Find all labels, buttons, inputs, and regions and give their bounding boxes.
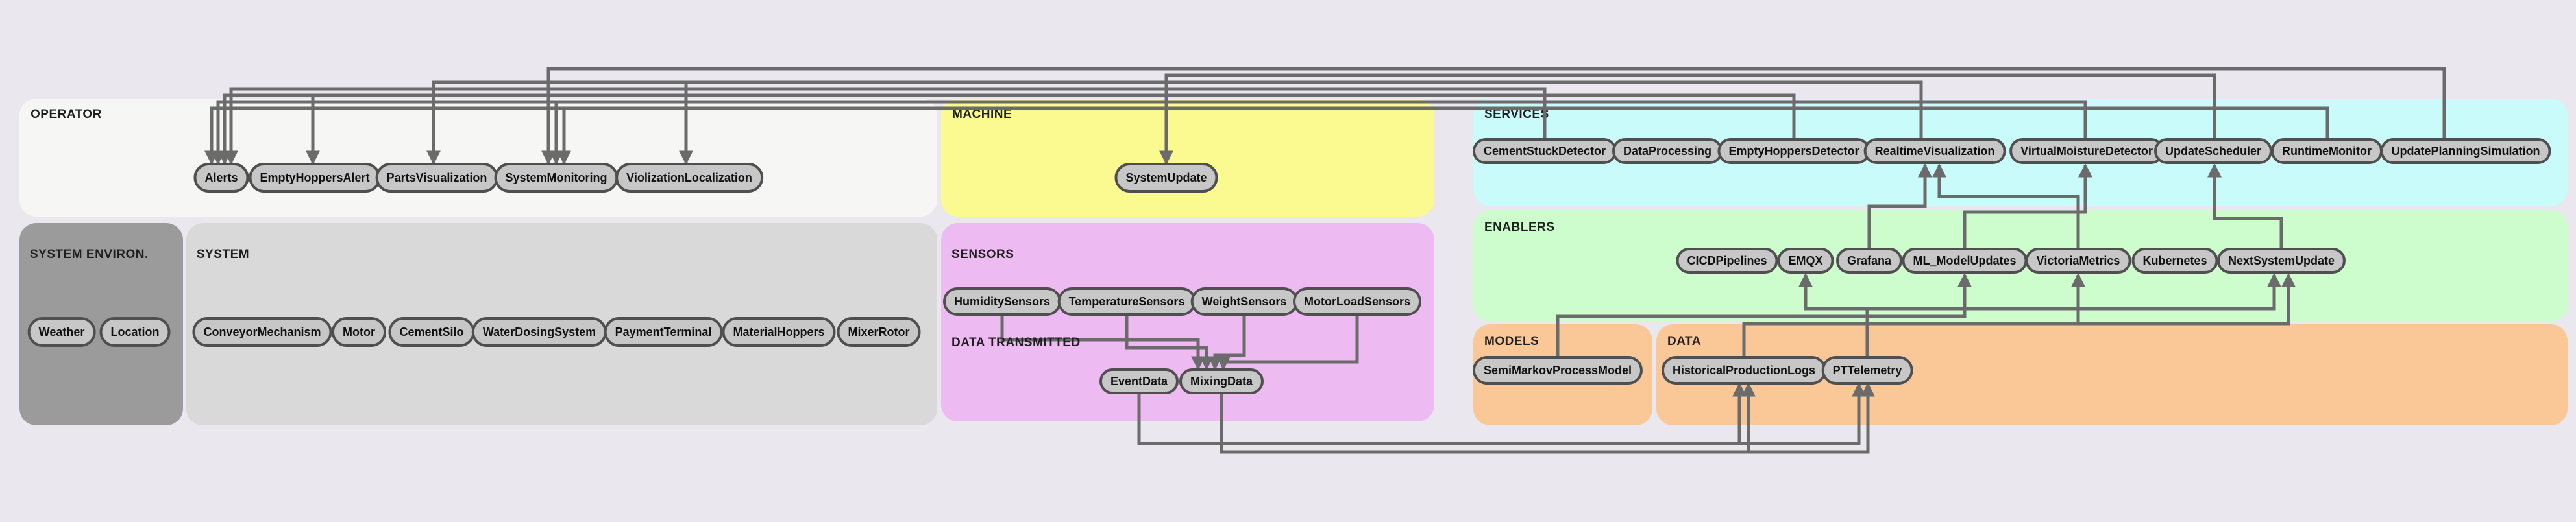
edge-virtual-moisture-detector-to-system-monitoring — [548, 100, 2087, 165]
node-update-scheduler: UpdateScheduler — [2153, 138, 2273, 164]
node-weather: Weather — [27, 317, 96, 347]
edge-humidity-sensors-to-mixing-data — [1000, 316, 1206, 371]
region-label-system: SYSTEM — [197, 248, 250, 261]
edge-grafana-to-realtime-visualization — [1867, 163, 1933, 248]
node-realtime-visualization: RealtimeVisualization — [1863, 138, 2006, 164]
label-data-transmitted: DATA TRANSMITTED — [951, 336, 1081, 350]
region-label-system-environ: SYSTEM ENVIRON. — [30, 248, 149, 261]
node-cement-silo: CementSilo — [388, 317, 475, 347]
edge-mixing-data-to-pt-telemetry — [1220, 382, 1876, 454]
node-semi-markov-process-model: SemiMarkovProcessModel — [1472, 356, 1643, 385]
edge-update-planning-simulation-to-system-monitoring — [541, 67, 2446, 165]
region-label-operator: OPERATOR — [31, 108, 102, 121]
edge-weight-sensors-to-mixing-data — [1207, 316, 1246, 371]
node-material-hoppers: MaterialHoppers — [722, 317, 836, 347]
node-empty-hoppers-detector: EmptyHoppersDetector — [1717, 138, 1871, 164]
region-label-models: MODELS — [1484, 335, 1539, 348]
edge-historical-production-logs-to-next-system-update — [1742, 272, 2296, 356]
region-label-services: SERVICES — [1484, 108, 1549, 121]
region-operator — [19, 99, 937, 217]
node-update-planning-simulation: UpdatePlanningSimulation — [2380, 138, 2551, 164]
node-alerts: Alerts — [193, 163, 249, 193]
edge-cement-stuck-detector-to-alerts — [223, 87, 1547, 165]
node-grafana: Grafana — [1835, 248, 1903, 274]
edge-runtime-monitor-to-system-monitoring — [556, 106, 2329, 165]
edge-ml-model-updates-to-virtual-moisture-detector — [1963, 163, 2093, 248]
edge-empty-hoppers-detector-to-empty-hoppers-alert — [305, 93, 1796, 165]
node-runtime-monitor: RuntimeMonitor — [2271, 138, 2383, 164]
edge-mixing-data-to-historical-production-logs — [1220, 382, 1756, 454]
node-cement-stuck-detector: CementStuckDetector — [1472, 138, 1617, 164]
node-location: Location — [99, 317, 171, 347]
node-water-dosing-system: WaterDosingSystem — [471, 317, 607, 347]
edge-temperature-sensors-to-mixing-data — [1125, 316, 1214, 371]
edge-realtime-visualization-to-violization-localization — [678, 80, 1923, 165]
node-event-data: EventData — [1099, 368, 1179, 394]
region-label-machine: MACHINE — [952, 108, 1012, 121]
edge-next-system-update-to-update-scheduler — [2207, 163, 2283, 248]
node-temperature-sensors: TemperatureSensors — [1057, 287, 1196, 316]
node-motor-load-sensors: MotorLoadSensors — [1292, 287, 1422, 316]
node-system-update: SystemUpdate — [1114, 163, 1218, 193]
node-next-system-update: NextSystemUpdate — [2216, 248, 2346, 274]
node-data-processing: DataProcessing — [1612, 138, 1723, 164]
node-ml-model-updates: ML_ModelUpdates — [1902, 248, 2028, 274]
node-emqx: EMQX — [1777, 248, 1834, 274]
node-pt-telemetry: PTTelemetry — [1821, 356, 1913, 385]
node-weight-sensors: WeightSensors — [1190, 287, 1298, 316]
region-label-data: DATA — [1667, 335, 1701, 348]
edge-pt-telemetry-to-next-system-update — [1865, 272, 2282, 356]
node-kubernetes: Kubernetes — [2131, 248, 2218, 274]
node-conveyor-mechanism: ConveyorMechanism — [192, 317, 332, 347]
node-parts-visualization: PartsVisualization — [375, 163, 498, 193]
node-payment-terminal: PaymentTerminal — [604, 317, 723, 347]
edge-victoria-metrics-to-realtime-visualization — [1932, 163, 2080, 248]
region-label-sensors: SENSORS — [951, 248, 1014, 261]
node-cicd-pipelines: CICDPipelines — [1676, 248, 1778, 274]
node-system-monitoring: SystemMonitoring — [494, 163, 619, 193]
node-motor: Motor — [332, 317, 386, 347]
region-label-enablers: ENABLERS — [1484, 220, 1555, 234]
node-victoria-metrics: VictoriaMetrics — [2025, 248, 2131, 274]
node-empty-hoppers-alert: EmptyHoppersAlert — [249, 163, 381, 193]
edge-event-data-to-pt-telemetry — [1137, 382, 1867, 445]
node-virtual-moisture-detector: VirtualMoistureDetector — [2009, 138, 2164, 164]
node-violization-localization: ViolizationLocalization — [615, 163, 763, 193]
node-mixer-rotor: MixerRotor — [837, 317, 921, 347]
edge-motor-load-sensors-to-mixing-data — [1216, 316, 1359, 371]
node-humidity-sensors: HumiditySensors — [942, 287, 1062, 316]
node-historical-production-logs: HistoricalProductionLogs — [1661, 356, 1827, 385]
edge-semi-markov-process-model-to-ml-model-updates — [1556, 272, 1972, 356]
region-machine — [941, 99, 1434, 217]
node-mixing-data: MixingData — [1179, 368, 1264, 394]
